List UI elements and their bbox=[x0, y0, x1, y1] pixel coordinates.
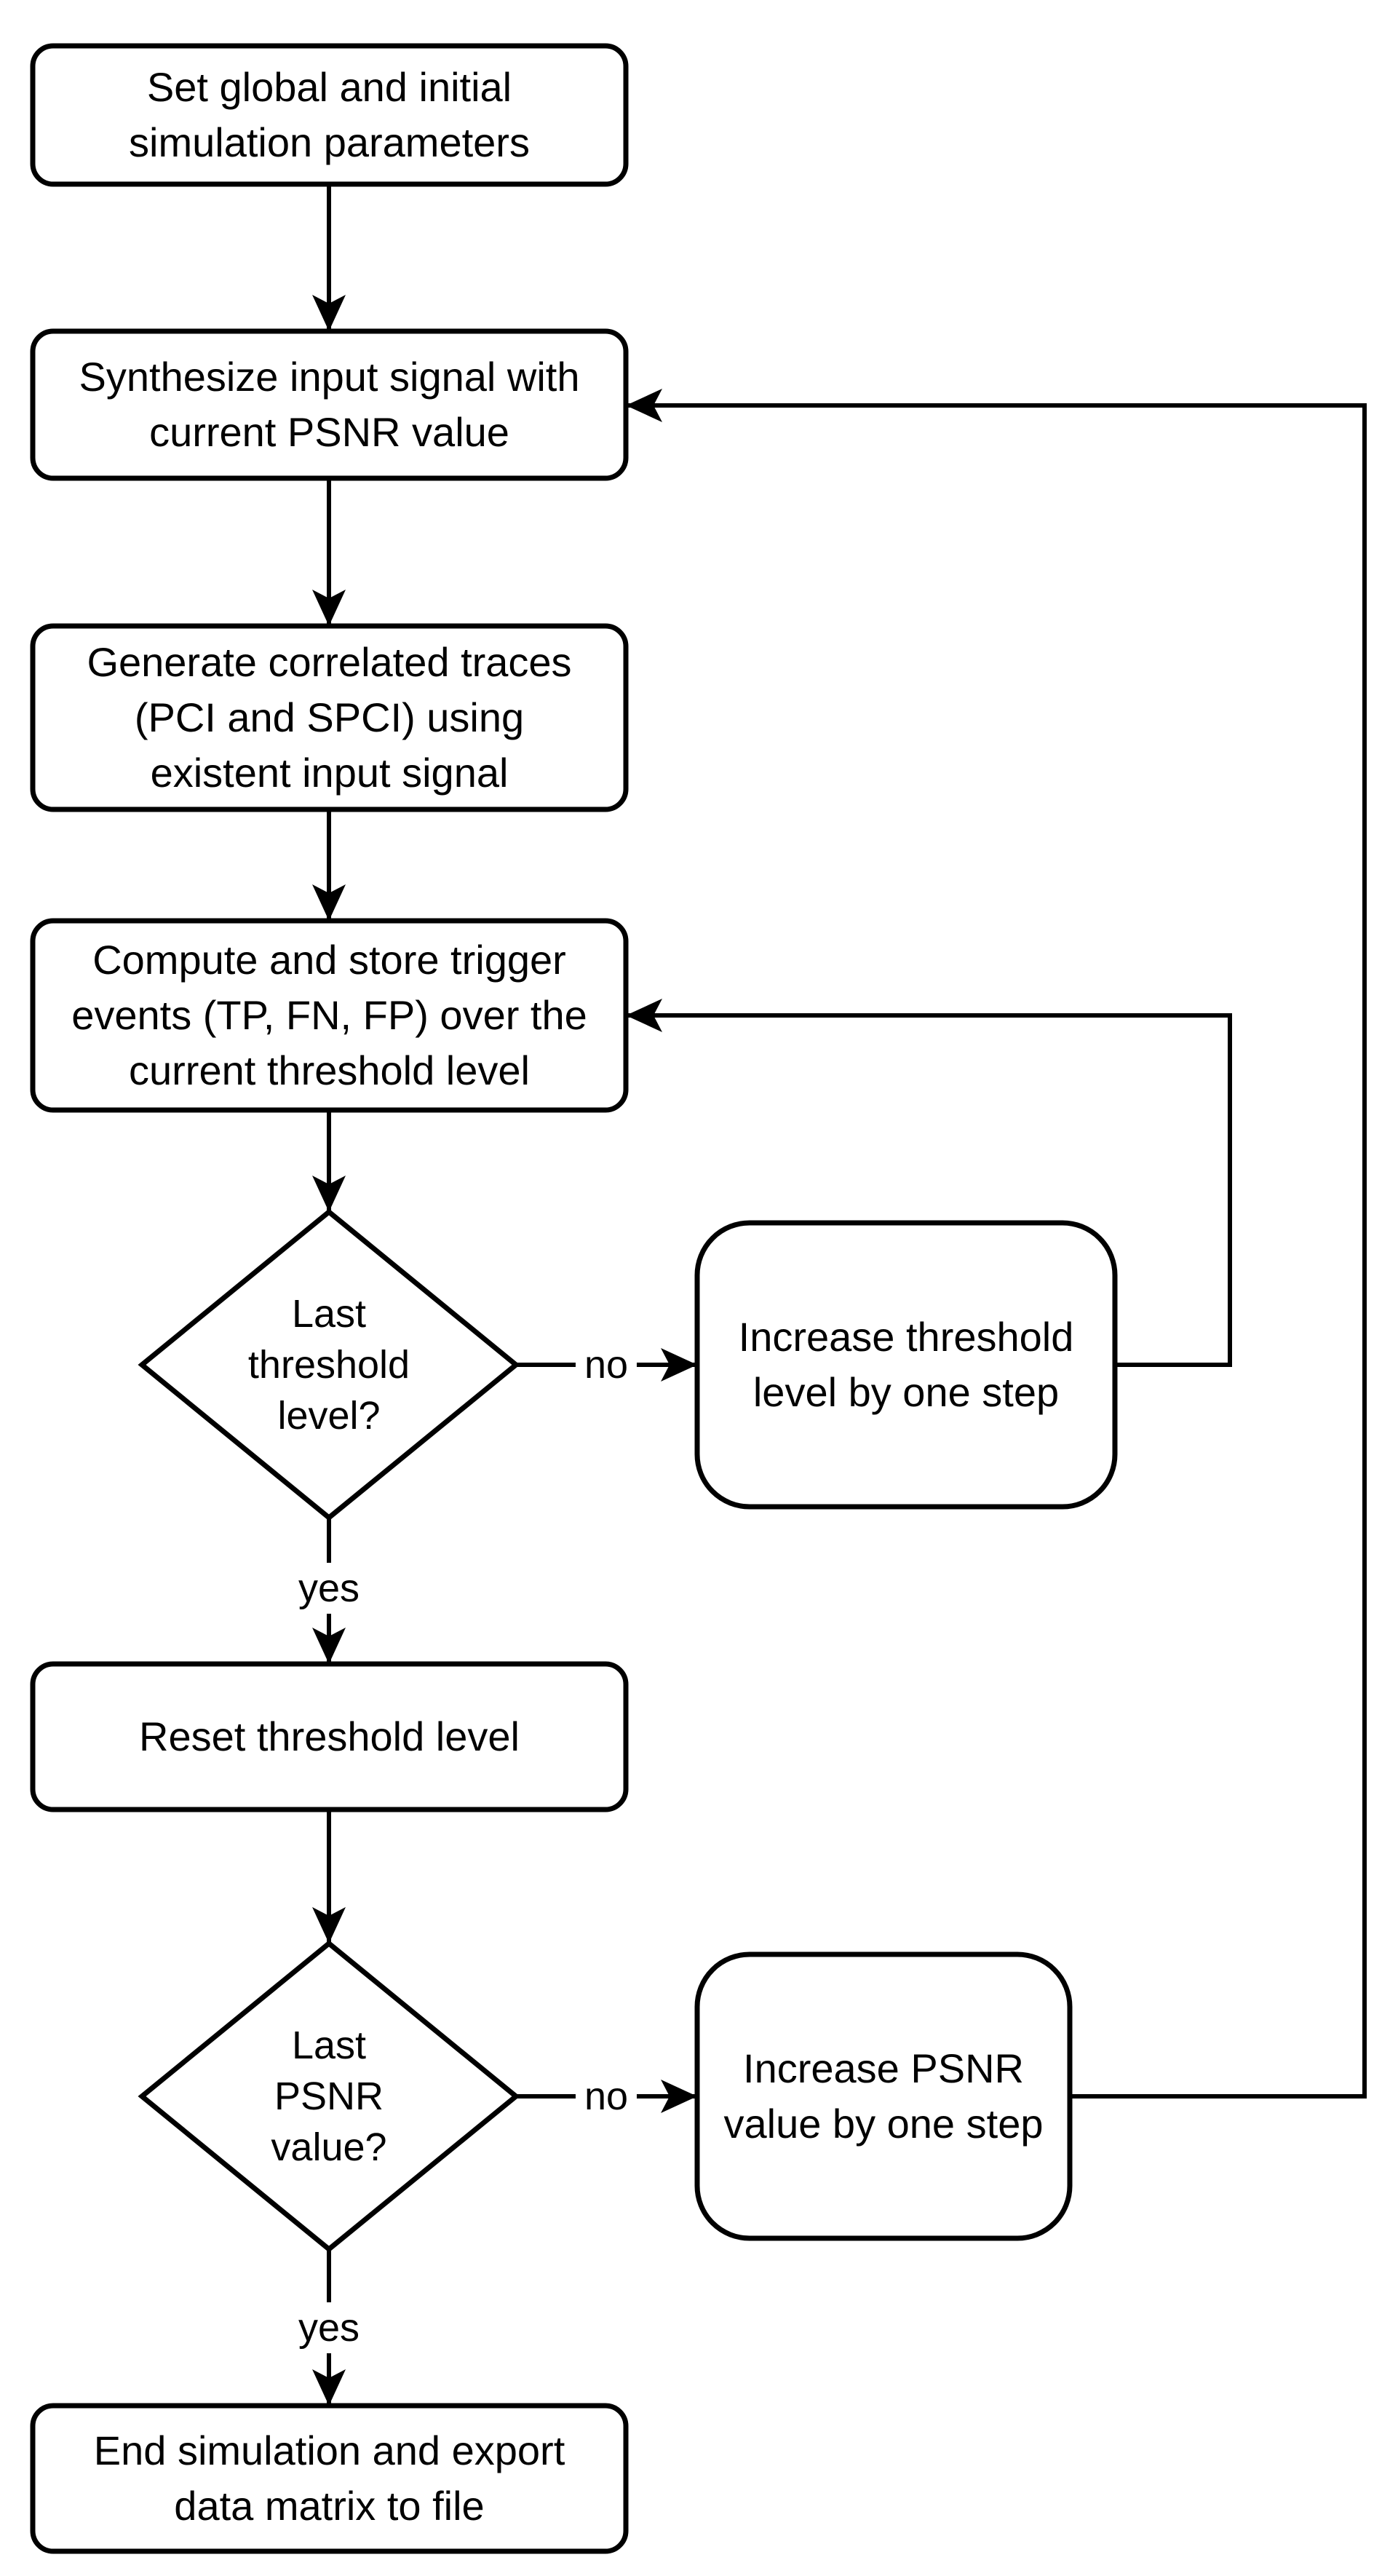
decision-last-threshold-shape bbox=[138, 1208, 520, 1521]
node-compute-shape bbox=[30, 918, 629, 1113]
edge-psnr-loopback bbox=[626, 389, 1367, 2099]
node-end-sim-shape bbox=[30, 2403, 629, 2554]
node-reset-threshold-shape bbox=[30, 1661, 629, 1812]
edge-threshold-loopback bbox=[626, 999, 1232, 1367]
node-synthesize-shape bbox=[30, 328, 629, 481]
node-set-params-shape bbox=[30, 43, 629, 187]
node-generate-shape bbox=[30, 623, 629, 812]
node-increase-threshold-shape bbox=[694, 1220, 1118, 1510]
node-increase-psnr-shape bbox=[694, 1951, 1073, 2241]
decision-last-psnr-shape bbox=[138, 1940, 520, 2253]
